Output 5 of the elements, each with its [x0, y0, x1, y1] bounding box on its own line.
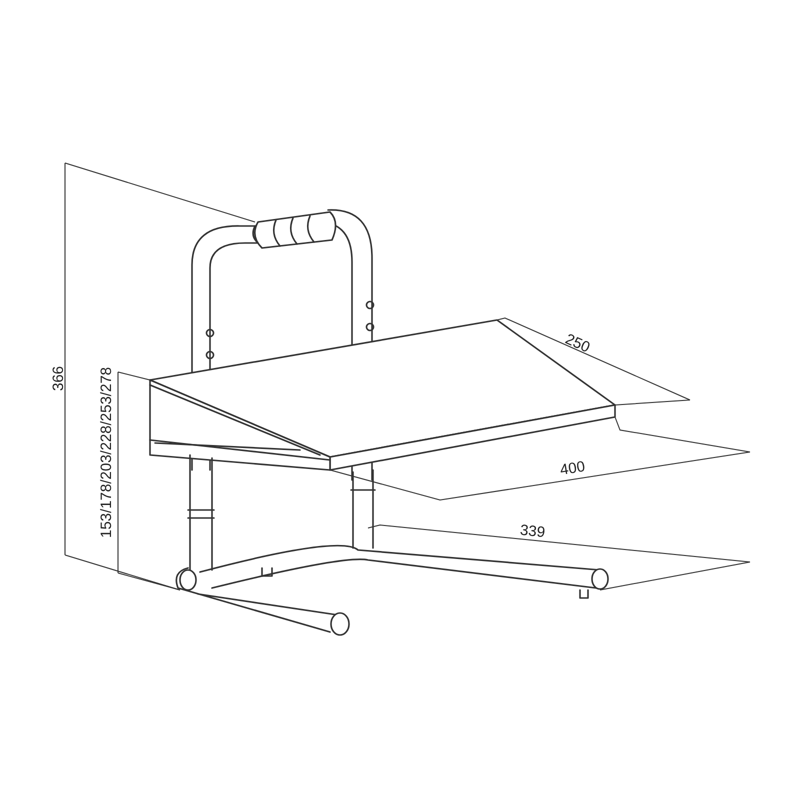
- dimension-label: 339: [518, 522, 546, 540]
- dimension-label: 153/178/203/228/253/278: [98, 366, 114, 538]
- dimension-label: 250: [562, 331, 592, 355]
- dimension-label: 400: [558, 458, 586, 478]
- dimension-label: 366: [50, 365, 66, 391]
